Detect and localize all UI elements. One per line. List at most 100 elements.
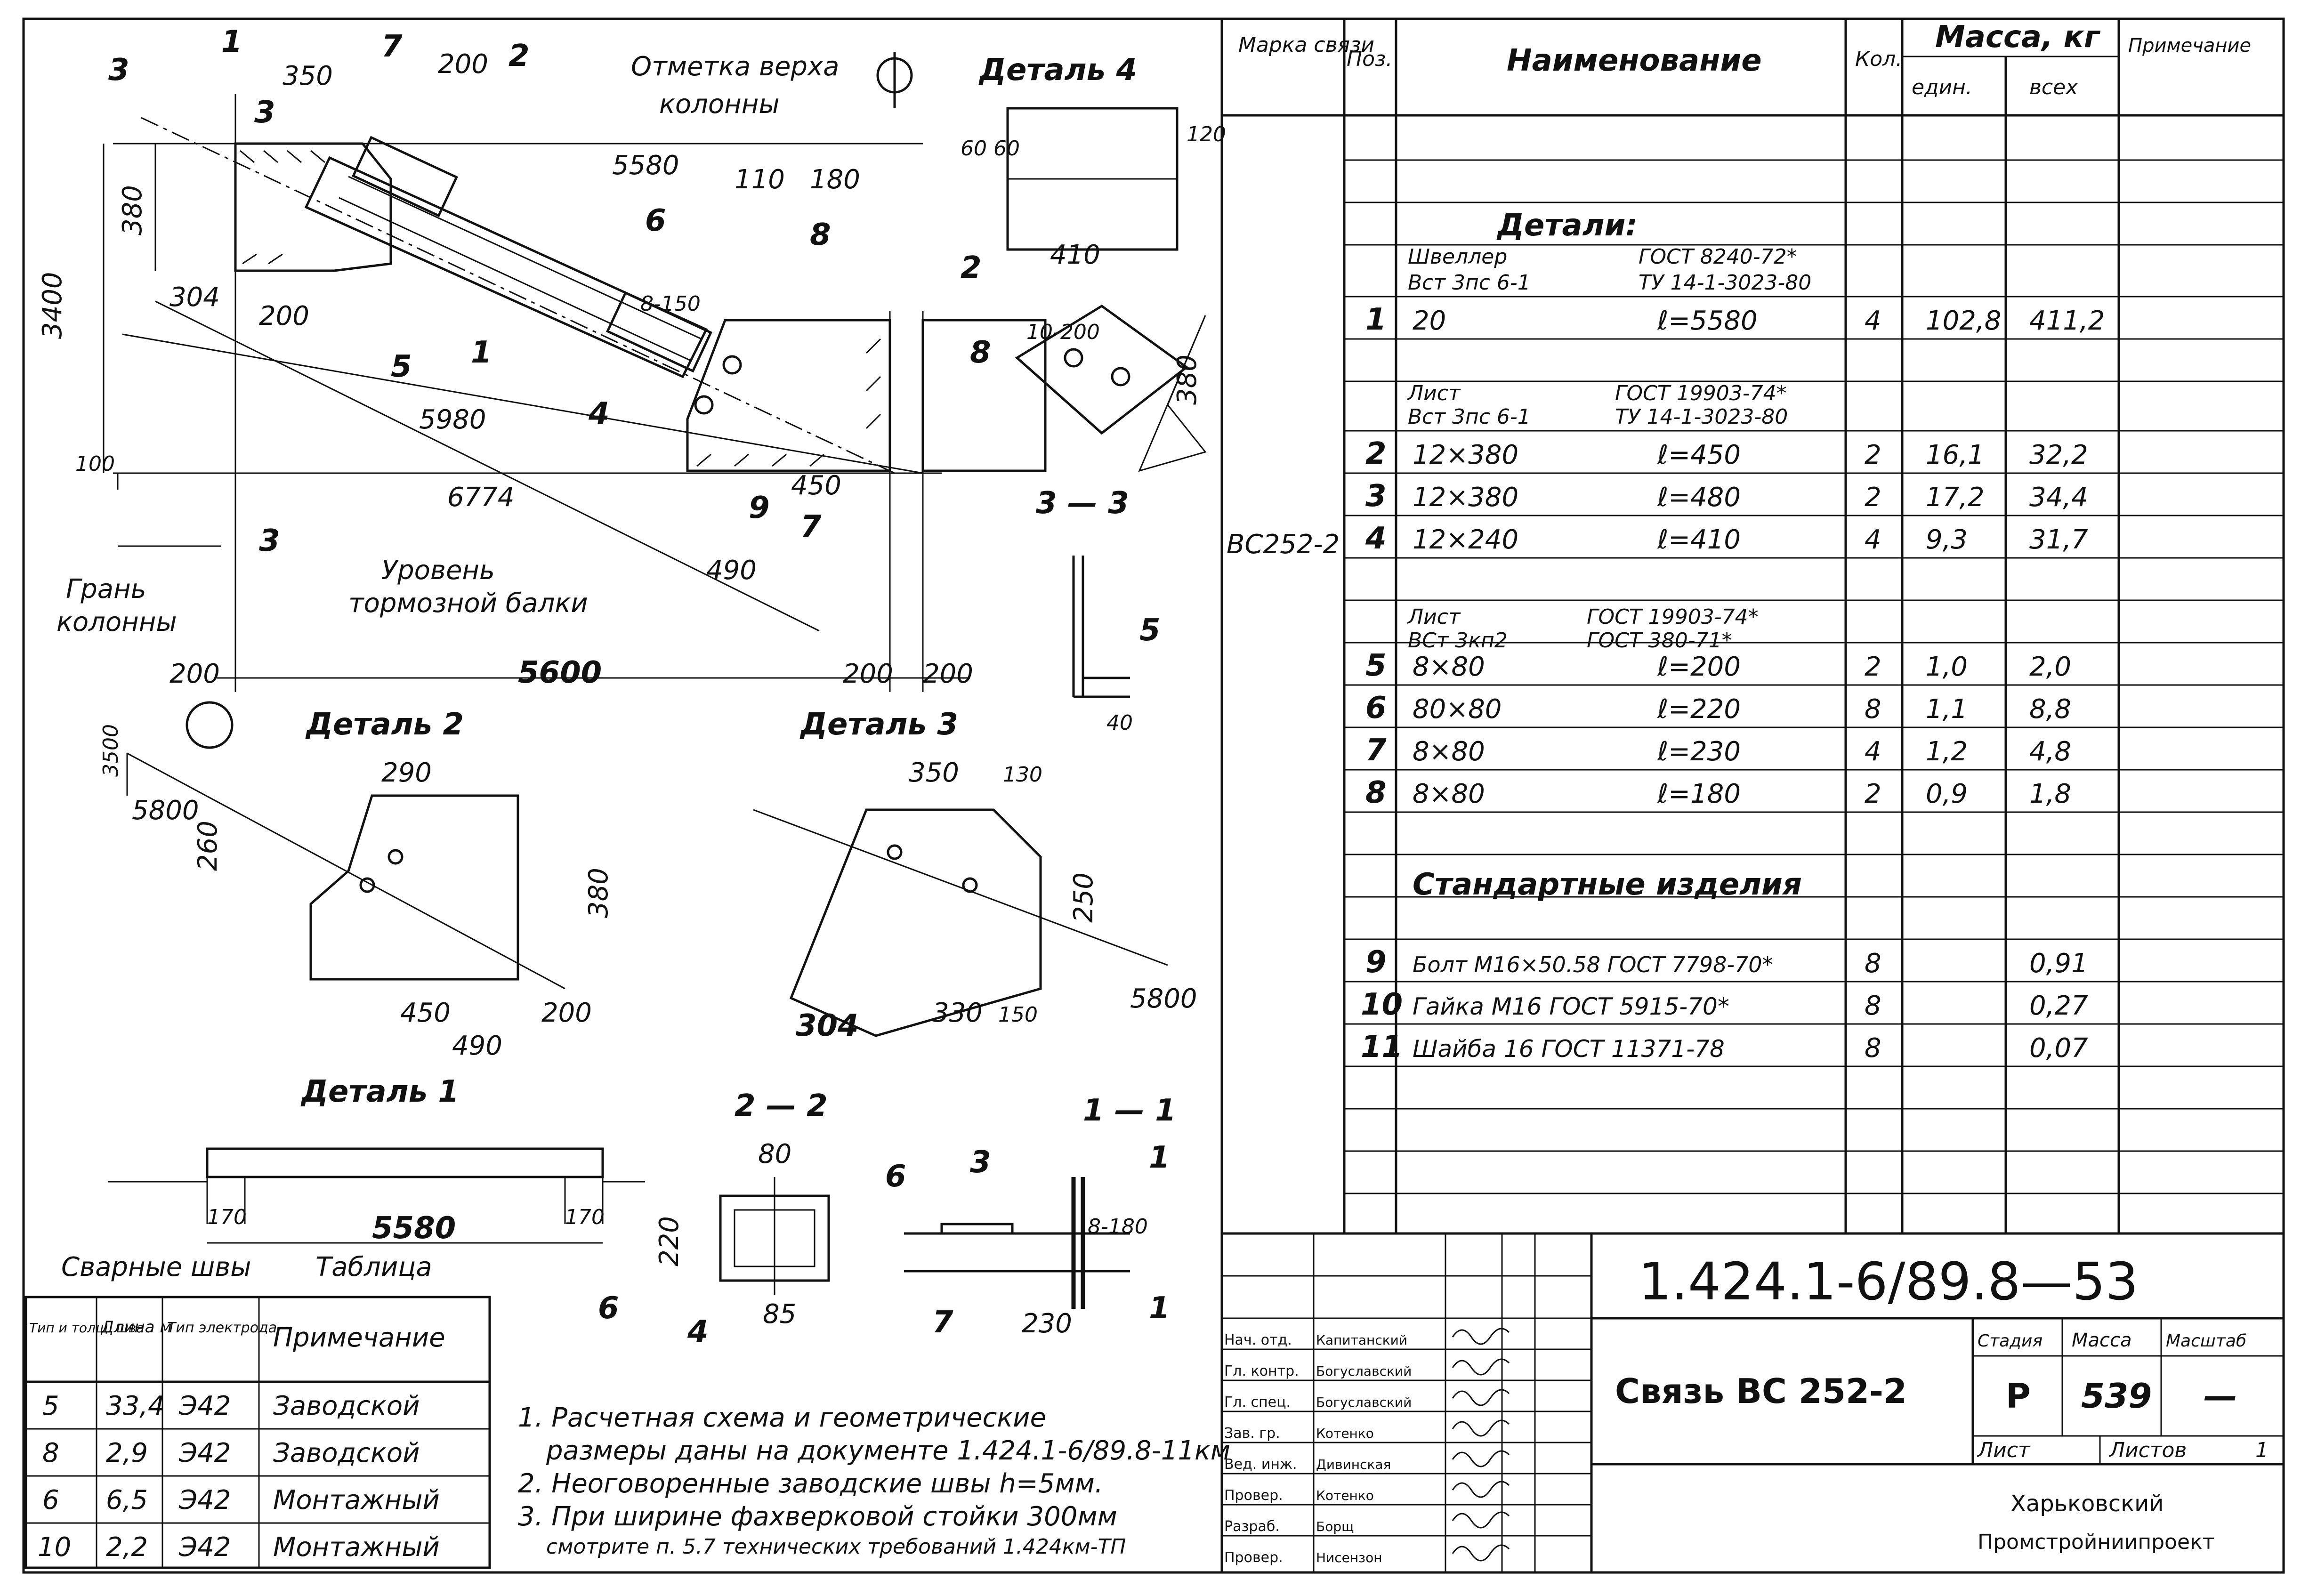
title-detail4: Деталь 4 [978, 53, 1137, 88]
spec-row8-unit: 0,9 [1926, 779, 1968, 809]
weld-row3-electrode: Э42 [178, 1485, 231, 1515]
spec-row3-pos: 3 [1365, 479, 1387, 514]
spec-row9-pos: 9 [1365, 945, 1387, 980]
scale-header: Масштаб [2166, 1331, 2246, 1351]
org-name-1: Харьковский [2010, 1491, 2164, 1517]
spec-header-unit: един. [1912, 75, 1972, 99]
label-column-face: Грань [66, 574, 146, 605]
sheet-frame [22, 17, 2285, 1574]
spec-row3-len: ℓ=480 [1657, 482, 1741, 513]
role-7: Разраб. [1224, 1518, 1280, 1535]
title-detail1: Деталь 1 [300, 1074, 459, 1109]
stage-header: Стадия [1978, 1331, 2043, 1351]
weld-row3-note: Монтажный [273, 1485, 440, 1515]
dim-200e: 200 [923, 659, 973, 689]
spec-row: 2 12×380 ℓ=450 2 16,1 32,2 [1365, 436, 2088, 471]
weld-row4-electrode: Э42 [178, 1532, 231, 1563]
sheets-value: 1 [2255, 1438, 2269, 1462]
spec-row2-len: ℓ=450 [1657, 440, 1741, 470]
spec-row8-name: 8×80 [1413, 779, 1485, 809]
dim-330: 330 [932, 998, 983, 1028]
weld-header-note: Примечание [273, 1322, 445, 1353]
pos-mark-7b: 7 [800, 509, 822, 544]
spec-sheet1-grade: Вст 3пс 6-1 [1408, 405, 1531, 429]
spec-sheet2-name: Лист [1407, 605, 1461, 629]
spec-row: 3 12×380 ℓ=480 2 17,2 34,4 [1365, 479, 2088, 514]
spec-row1-pos: 1 [1365, 302, 1387, 337]
spec-mark: ВС252-2 [1227, 529, 1340, 560]
label-brake-beam: Уровень [381, 555, 495, 586]
spec-row: 1 20 ℓ=5580 4 102,8 411,2 [1365, 302, 2105, 337]
spec-row4-pos: 4 [1365, 521, 1387, 556]
dim-380: 380 [117, 185, 148, 235]
spec-row5-all: 2,0 [2029, 652, 2071, 682]
pos-mark-6c: 6 [598, 1291, 619, 1326]
spec-header-name: Наименование [1507, 43, 1762, 78]
spec-details-title: Детали: [1496, 208, 1638, 243]
signature-scribbles [1452, 1328, 1510, 1562]
spec-row3-name: 12×380 [1413, 482, 1518, 513]
pos-mark-4: 4 [588, 396, 610, 431]
title-section22: 2 — 2 [735, 1088, 828, 1123]
dim-100: 100 [75, 452, 115, 476]
weld-row3-type: 6 [42, 1485, 59, 1515]
role-5: Вед. инж. [1224, 1456, 1297, 1473]
spec-row6-name: 80×80 [1413, 694, 1502, 725]
spec-header-mark: Марка связи [1238, 33, 1374, 57]
spec-row4-unit: 9,3 [1926, 524, 1968, 555]
spec-row5-name: 8×80 [1413, 652, 1485, 682]
scale-value: — [2204, 1376, 2237, 1416]
spec-row6-qty: 8 [1865, 694, 1881, 725]
label-column-top-2: колонны [659, 89, 780, 120]
weld-header-electrode: Тип электрода [167, 1320, 277, 1336]
role-2: Гл. контр. [1224, 1363, 1299, 1379]
person-2: Богуславский [1316, 1363, 1412, 1379]
label-column-top: Отметка верха [631, 51, 839, 82]
spec-sheet1-tu: ТУ 14-1-3023-80 [1615, 405, 1788, 429]
signatures: Нач. отд. Капитанский Гл. контр. Богусла… [1224, 1332, 1412, 1566]
spec-row3-all: 34,4 [2029, 482, 2088, 513]
role-8: Провер. [1224, 1549, 1283, 1566]
pos-mark-2: 2 [961, 250, 982, 285]
spec-row3-qty: 2 [1865, 482, 1881, 513]
spec-row2-pos: 2 [1365, 436, 1387, 471]
section-mark-3-top: 3 [254, 95, 275, 130]
spec-sheet2-tu: ГОСТ 380-71* [1587, 629, 1732, 653]
spec-row8-qty: 2 [1865, 779, 1881, 809]
dim-180: 180 [810, 164, 860, 195]
spec-row6-unit: 1,1 [1926, 694, 1968, 725]
spec-row7-unit: 1,2 [1926, 736, 1968, 767]
spec-row4-name: 12×240 [1413, 524, 1518, 555]
spec-header-note: Примечание [2128, 35, 2251, 56]
spec-row2-all: 32,2 [2029, 440, 2088, 470]
spec-row1-unit: 102,8 [1926, 306, 2001, 336]
note-1a: 1. Расчетная схема и геометрические [518, 1403, 1046, 1433]
spec-row11-all: 0,07 [2029, 1033, 2088, 1064]
title-detail2: Деталь 2 [305, 707, 464, 742]
pos-mark-7c: 7 [932, 1305, 953, 1340]
pos-mark-3b: 3 [970, 1145, 991, 1180]
spec-row7-len: ℓ=230 [1657, 736, 1741, 767]
dim-200d: 200 [843, 659, 893, 689]
spec-row8-len: ℓ=180 [1657, 779, 1741, 809]
spec-row10-pos: 10 [1361, 987, 1403, 1022]
dim-8-180: 8-180 [1088, 1215, 1148, 1239]
spec-channel-tu: ТУ 14-1-3023-80 [1639, 271, 1811, 295]
spec-row4-all: 31,7 [2029, 524, 2088, 555]
weld-row1-length: 33,4 [106, 1391, 165, 1421]
spec-channel-gost: ГОСТ 8240-72* [1639, 245, 1797, 269]
note-3a: 3. При ширине фахверковой стойки 300мм [518, 1501, 1117, 1532]
spec-row1-all: 411,2 [2029, 306, 2105, 336]
pos-mark-1: 1 [471, 335, 492, 370]
dim-3500: 3500 [99, 724, 123, 777]
dim-8-150: 8-150 [640, 292, 701, 316]
title-section33: 3 — 3 [1036, 486, 1129, 521]
spec-row7-name: 8×80 [1413, 736, 1485, 767]
dim-130: 130 [1003, 763, 1042, 787]
note-3b: смотрите п. 5.7 технических требований 1… [546, 1535, 1126, 1559]
spec-header-mass: Масса, кг [1935, 20, 2101, 55]
pos-mark-8b: 8 [970, 335, 991, 370]
spec-table: Марка связи Поз. Наименование Кол. Масса… [1220, 19, 2284, 1572]
